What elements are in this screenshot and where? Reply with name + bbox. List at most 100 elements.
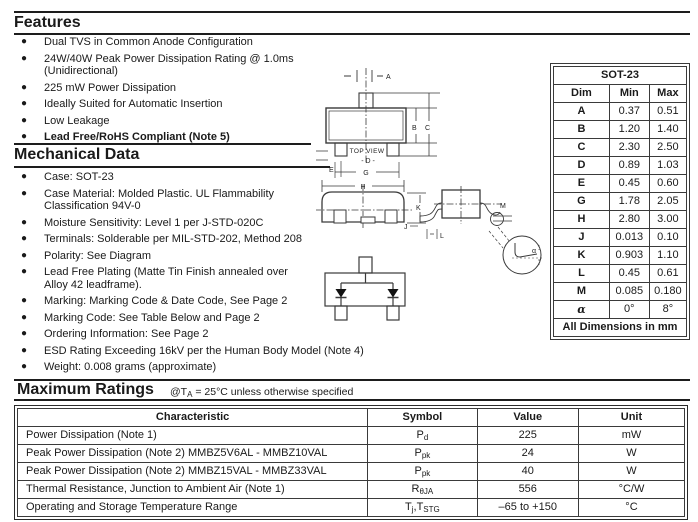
max-ratings-subtitle: @TA = 25°C unless otherwise specified [170, 386, 354, 399]
value-cell: 556 [476, 480, 579, 499]
min-cell: 1.78 [608, 192, 650, 211]
dim-label-k: K [416, 205, 421, 212]
dim-label-l: L [440, 233, 444, 240]
symbol-cell: Pd [367, 426, 478, 445]
dim-label-alpha: α [532, 248, 536, 255]
bullet-icon: ● [21, 52, 28, 64]
dim-table-title-row: SOT-23 [553, 66, 687, 85]
mechanical-item: ●Case: SOT-23 [14, 171, 474, 184]
unit-cell: W [577, 462, 686, 481]
bullet-icon: ● [21, 266, 28, 277]
mechanical-item-text: Case: SOT-23 [44, 171, 114, 183]
max-ratings-title: Maximum Ratings [17, 381, 154, 398]
max-cell: 1.40 [648, 120, 688, 139]
mechanical-item: ● Weight: 0.008 grams (approximate) [14, 361, 474, 374]
characteristic-cell: Peak Power Dissipation (Note 2) MMBZ5V6A… [16, 444, 369, 463]
mechanical-item-text: Marking Code: See Table Below and Page 2 [44, 311, 260, 324]
bullet-icon: ● [21, 233, 28, 244]
feature-item: ●225 mW Power Dissipation [14, 82, 316, 95]
column-header: Max [648, 84, 688, 103]
column-header: Value [476, 408, 579, 427]
value-cell: 225 [476, 426, 579, 445]
mechanical-item-text: Case Material: Molded Plastic. UL Flamma… [44, 187, 275, 213]
max-ratings-overline [14, 379, 690, 381]
dim-cell: K [553, 246, 610, 265]
mechanical-item: ●Marking: Marking Code & Date Code, See … [14, 295, 474, 308]
features-underline [14, 33, 690, 35]
min-cell: 0.085 [608, 282, 650, 301]
mechanical-item: ●Ordering Information: See Page 2 [14, 328, 474, 341]
bullet-icon: ● [21, 249, 28, 261]
column-header: Dim [553, 84, 610, 103]
unit-cell: °C/W [577, 480, 686, 499]
symbol-cell: Ppk [367, 462, 478, 481]
feature-item: ●Low Leakage [14, 115, 316, 128]
bullet-icon: ● [21, 295, 28, 306]
dim-cell: J [553, 228, 610, 247]
schematic-drawing [324, 256, 406, 321]
mechanical-item: ●Case Material: Molded Plastic. UL Flamm… [14, 188, 474, 213]
mechanical-underline [14, 166, 330, 168]
bullet-icon: ● [21, 131, 28, 142]
dim-label-c: C [425, 125, 430, 132]
feature-item-text: Lead Free/RoHS Compliant (Note 5) [44, 131, 230, 143]
table-row: Thermal Resistance, Junction to Ambient … [16, 480, 686, 499]
dim-cell: B [553, 120, 610, 139]
column-header: Unit [577, 408, 686, 427]
symbol-cell: Ppk [367, 444, 478, 463]
bullet-icon: ● [21, 361, 28, 372]
min-cell: 2.80 [608, 210, 650, 229]
min-cell: 0.45 [608, 264, 650, 283]
dim-cell: C [553, 138, 610, 157]
column-header: Min [608, 84, 650, 103]
min-cell: 0.013 [608, 228, 650, 247]
dim-label-m: M [500, 203, 506, 210]
dim-label-j: J [404, 224, 408, 231]
characteristic-cell: Power Dissipation (Note 1) [16, 426, 369, 445]
value-cell: 24 [476, 444, 579, 463]
mechanical-item: ●Moisture Sensitivity: Level 1 per J-STD… [14, 217, 474, 230]
feature-item-text: 225 mW Power Dissipation [44, 81, 177, 94]
min-cell: 1.20 [608, 120, 650, 139]
column-header: Characteristic [16, 408, 369, 427]
dim-table-title: SOT-23 [553, 66, 687, 85]
dim-label-g: G [363, 170, 368, 177]
min-cell: 0.37 [608, 102, 650, 121]
feature-item-text: Dual TVS in Common Anode Configuration [44, 36, 253, 48]
max-cell: 0.60 [648, 174, 688, 193]
max-cell: 0.61 [648, 264, 688, 283]
mechanical-item-text: Weight: 0.008 grams (approximate) [44, 361, 217, 373]
symbol-cell: Tj,TSTG [367, 498, 478, 517]
column-header: Symbol [367, 408, 478, 427]
dim-cell: α [553, 300, 610, 319]
max-cell: 0.51 [648, 102, 688, 121]
top-view-label: TOP VIEW [350, 148, 385, 155]
mechanical-item-text: Ordering Information: See Page 2 [44, 328, 209, 340]
value-cell: 40 [476, 462, 579, 481]
feature-item: ●24W/40W Peak Power Dissipation Rating @… [14, 53, 316, 78]
top-rule [14, 11, 690, 13]
dim-label-b: B [412, 125, 417, 132]
max-cell: 2.05 [648, 192, 688, 211]
top-view-drawing [316, 68, 440, 178]
dim-label-d: - D - [361, 158, 375, 165]
bullet-icon: ● [21, 36, 28, 47]
dim-table-footer-row: All Dimensions in mm [553, 318, 687, 337]
feature-item-text: Low Leakage [44, 114, 110, 127]
max-cell: 3.00 [648, 210, 688, 229]
max-cell: 0.10 [648, 228, 688, 247]
dim-label-h: H [360, 184, 365, 191]
min-cell: 0.89 [608, 156, 650, 175]
